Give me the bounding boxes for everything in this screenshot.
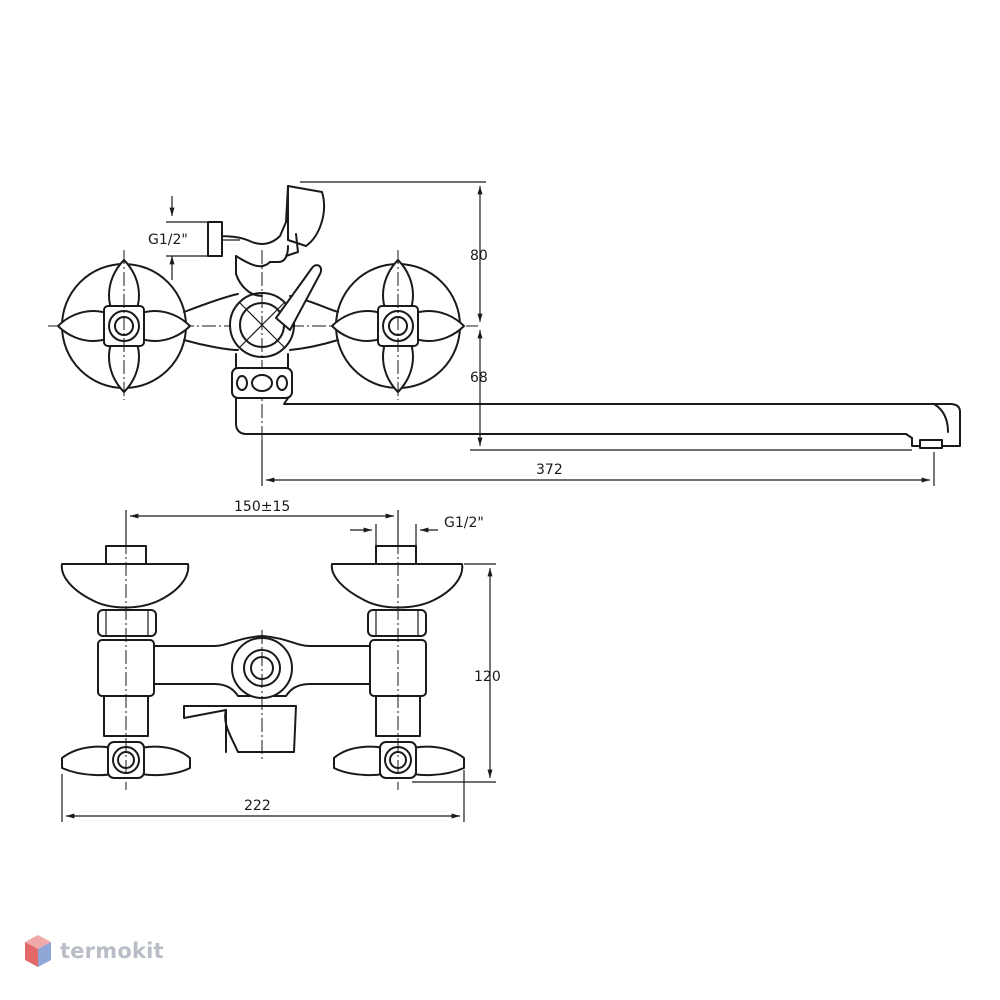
dim-label-height-lower: 68: [470, 370, 488, 386]
front-view: 150±15 G1/2" 120 222: [60, 499, 501, 822]
dim-label-inlet-spacing: 150±15: [234, 499, 290, 515]
dim-thread-bottom: G1/2": [350, 515, 484, 546]
logo-text: termokit: [60, 939, 164, 963]
dim-spout-length: 372: [261, 440, 935, 486]
logo-cube-icon: [25, 935, 51, 967]
dim-label-overall-width: 222: [244, 798, 271, 814]
long-spout: [235, 397, 961, 449]
dim-label-spout-length: 372: [536, 462, 563, 478]
right-valve-front: [330, 540, 465, 790]
top-view: G1/2" 80 68 372: [48, 181, 961, 486]
dim-label-height-upper: 80: [470, 248, 488, 264]
termokit-logo: termokit: [24, 934, 164, 968]
mixer-body-front: [153, 630, 371, 760]
mixer-body-top: [183, 250, 339, 478]
dim-label-body-height: 120: [474, 669, 501, 685]
dim-label-thread-bottom: G1/2": [444, 515, 484, 531]
left-handle-top: [57, 250, 191, 400]
dim-overall-width: 222: [61, 770, 465, 822]
dim-body-height: 120: [412, 563, 501, 783]
dim-heights: 80 68: [300, 181, 912, 451]
spout-nut: [231, 353, 293, 399]
diverter-lever: [275, 264, 322, 331]
dim-label-thread-top: G1/2": [148, 232, 188, 248]
dim-inlet-spacing: 150±15: [125, 499, 399, 546]
right-handle-top: [331, 250, 465, 400]
dim-thread-top: G1/2": [148, 196, 208, 280]
shower-outlet: [207, 185, 325, 297]
left-valve-front: [60, 540, 191, 790]
